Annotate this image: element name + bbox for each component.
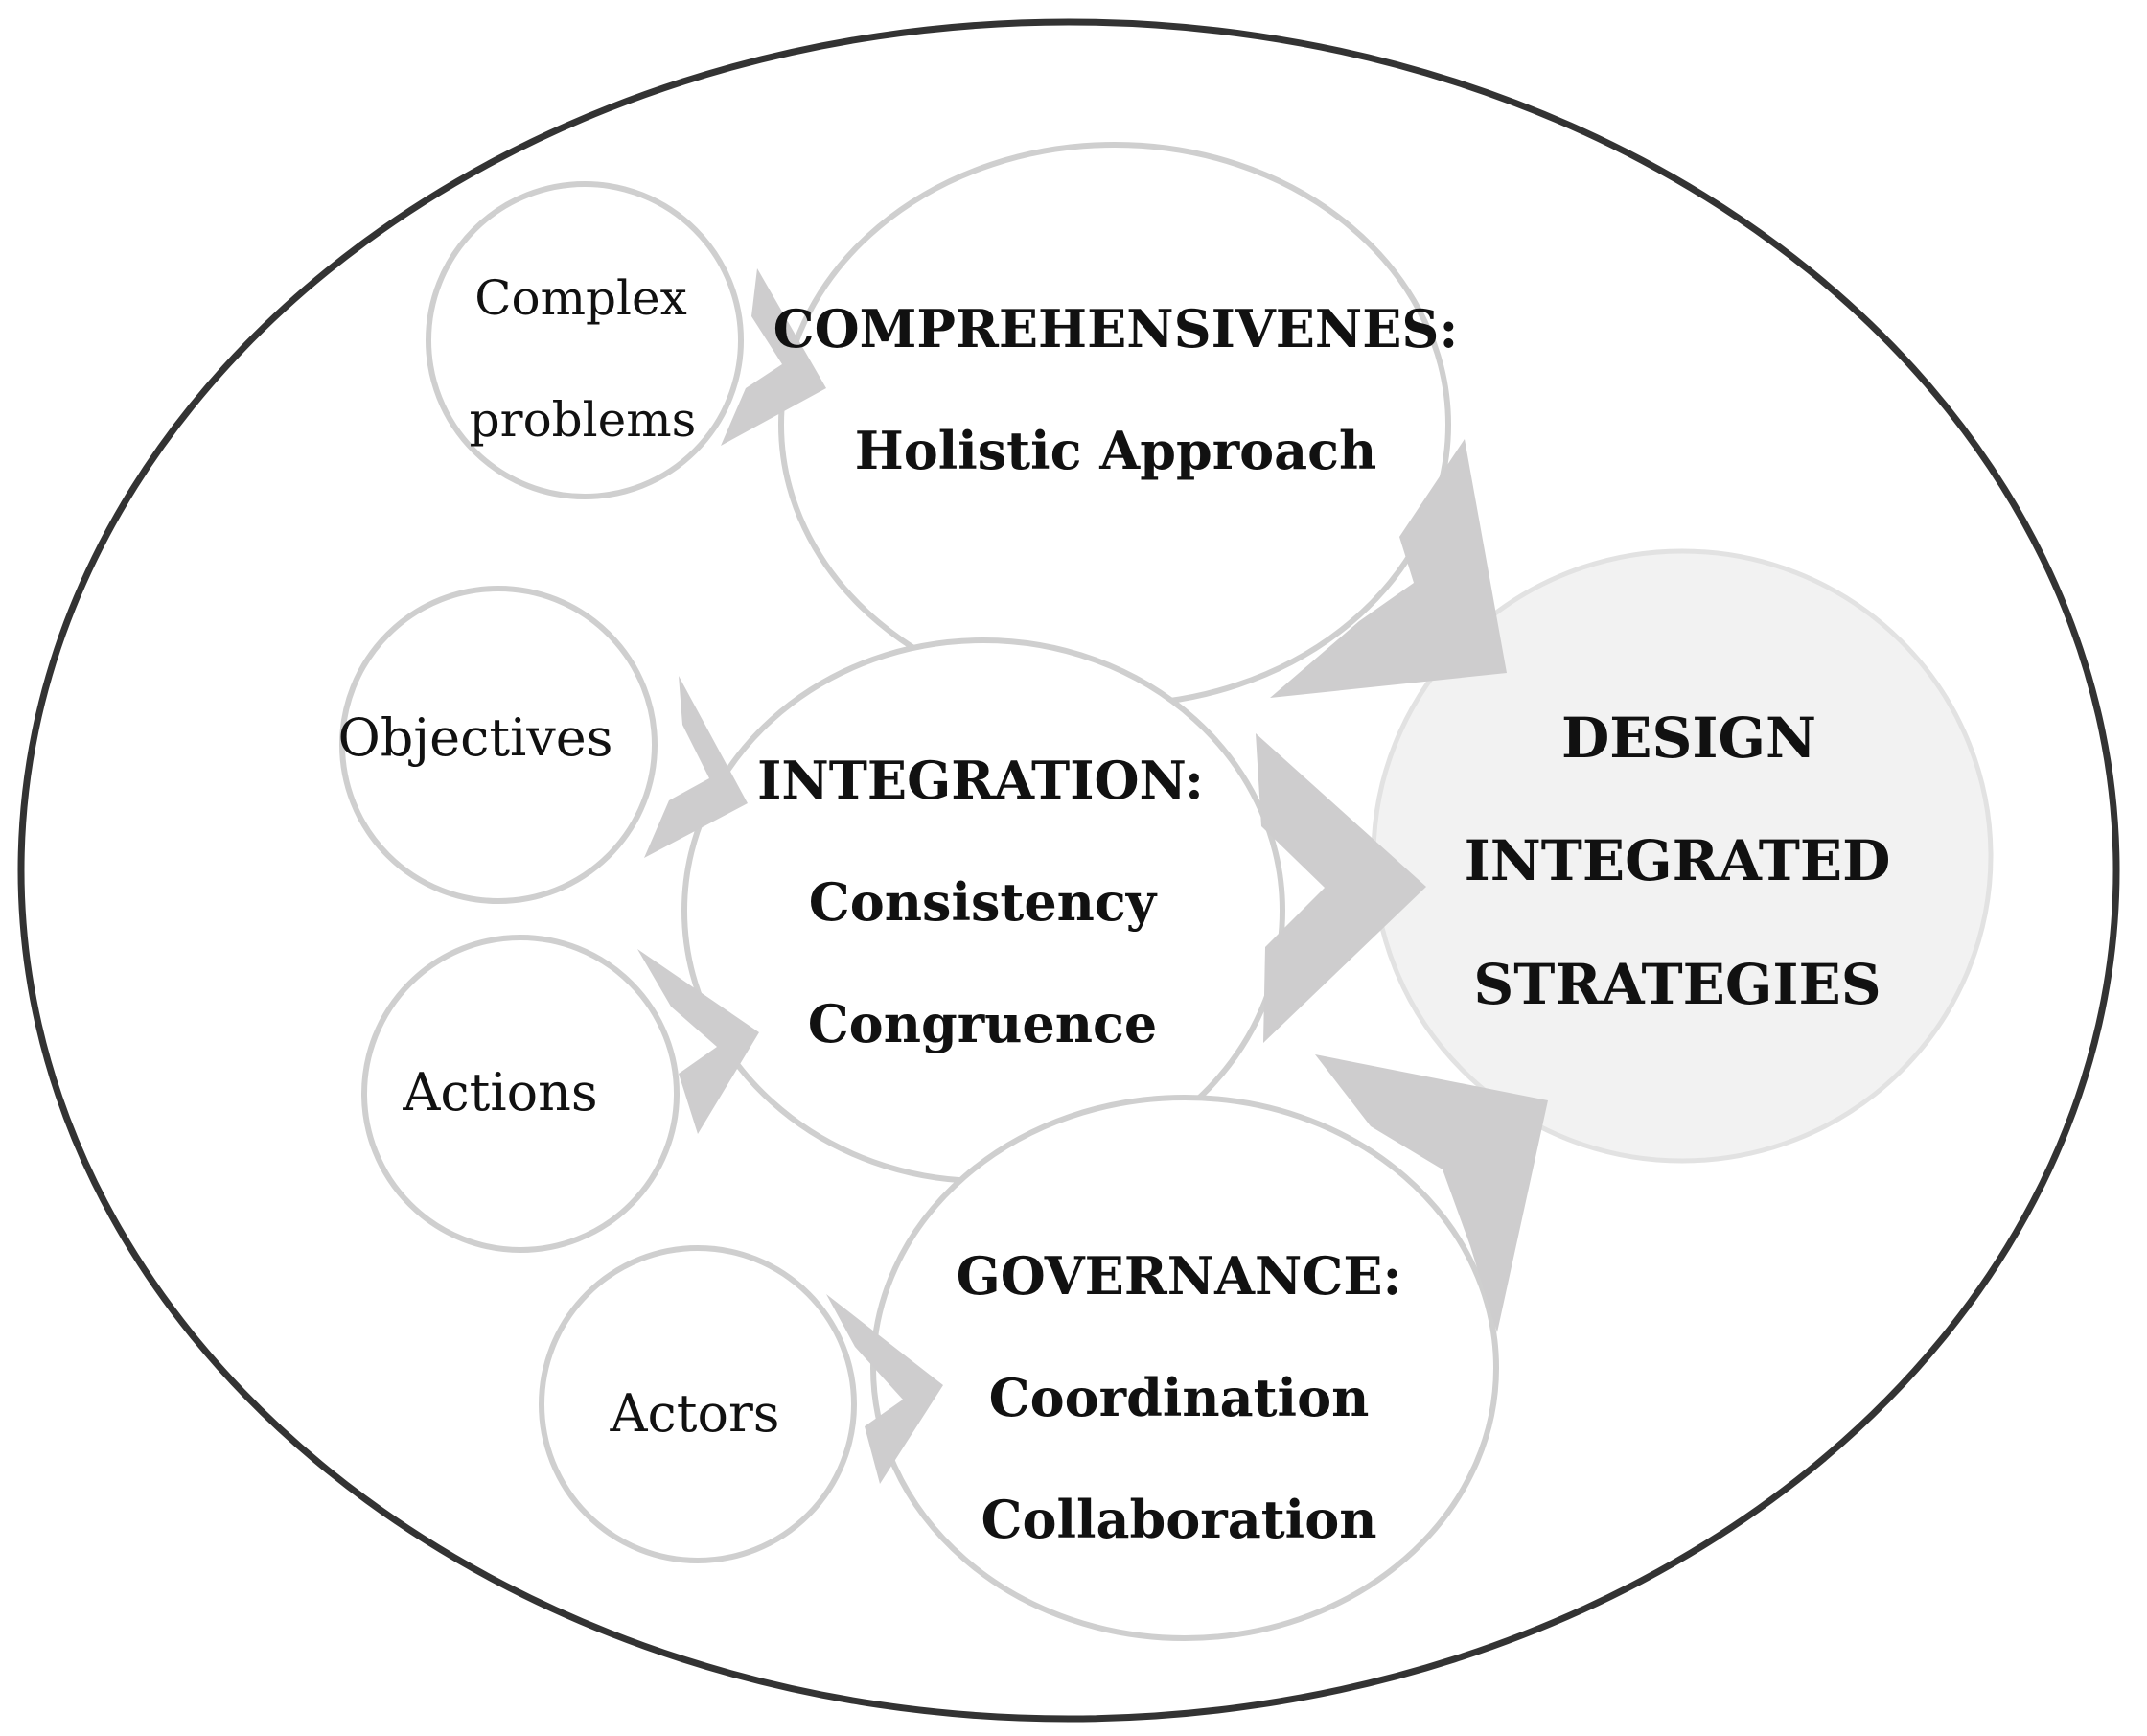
label-coordination: Coordination [989, 1367, 1370, 1428]
arrow-governance-to-outcome [1315, 1054, 1548, 1332]
label-complex: Complex [474, 270, 687, 326]
arrow-actions-to-integration [637, 949, 759, 1134]
label-outcome-strategies: STRATEGIES [1473, 952, 1881, 1017]
label-consistency: Consistency [809, 871, 1158, 933]
input-complex-problems-circle [426, 181, 744, 499]
label-holistic-approach: Holistic Approach [855, 420, 1377, 481]
label-outcome-integrated: INTEGRATED [1465, 828, 1891, 893]
label-collaboration: Collaboration [981, 1489, 1377, 1550]
arrow-actors-to-governance [826, 1294, 943, 1484]
input-objectives-circle [339, 586, 658, 904]
label-comprehensiveness-heading: COMPREHENSIVENES: [773, 298, 1459, 359]
label-congruence: Congruence [808, 993, 1158, 1054]
label-problems: problems [470, 392, 697, 448]
input-actions-circle [361, 935, 680, 1253]
input-actors-circle [539, 1245, 857, 1563]
label-integration-heading: INTEGRATION: [757, 750, 1204, 811]
arrow-integration-to-outcome [1256, 733, 1426, 1043]
pillar-governance-ellipse [870, 1095, 1499, 1641]
label-governance-heading: GOVERNANCE: [957, 1245, 1402, 1307]
outer-boundary-ellipse [17, 18, 2120, 1723]
arrow-comprehensiveness-to-outcome [1270, 439, 1507, 698]
label-actions: Actions [402, 1062, 597, 1123]
label-actors: Actors [610, 1383, 780, 1444]
arrow-complex-to-comprehensiveness [721, 268, 826, 446]
label-objectives: Objectives [338, 707, 613, 768]
label-outcome-design: DESIGN [1561, 706, 1816, 771]
arrow-objectives-to-integration [644, 676, 748, 858]
